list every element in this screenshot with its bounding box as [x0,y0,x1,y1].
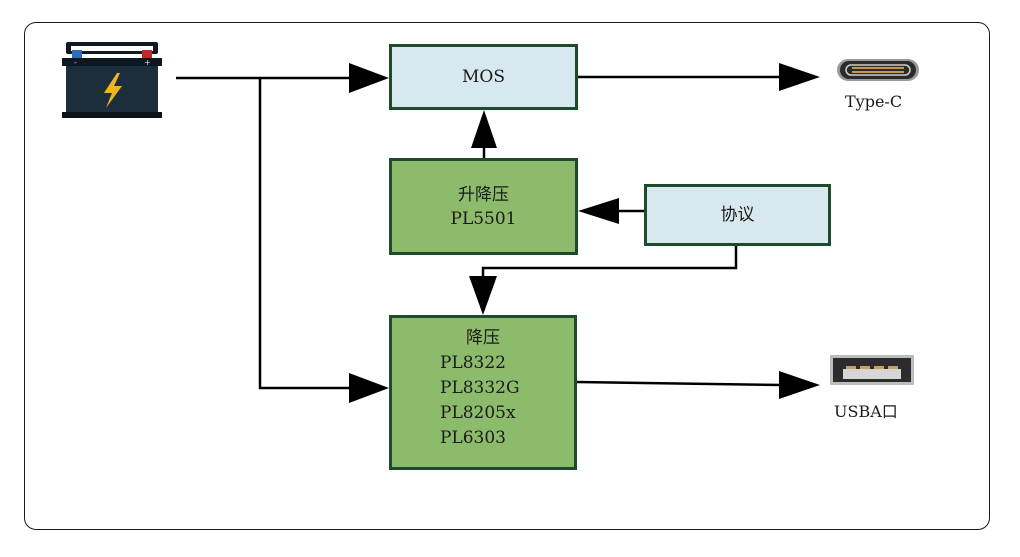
buck-boost-block: 升降压 PL5501 [389,158,578,255]
arrowhead-to-usba [779,371,820,399]
usb-a-port-icon [830,355,914,385]
usba-label: USBA口 [834,402,898,421]
svg-text:-: - [74,58,77,67]
mos-block: MOS [389,44,578,110]
arrowhead-to-buck [349,373,389,403]
usb-type-c-port-icon [837,59,919,81]
buck-model: PL6303 [440,428,506,448]
protocol-label: 协议 [720,205,755,225]
arrowhead-to-typec [779,63,820,91]
wire-battery-to-buck [258,78,352,390]
arrowhead-up-to-mos [471,110,497,148]
buck-model: PL8205x [440,403,516,423]
car-battery-icon: - + [62,42,162,118]
diagram-frame [24,22,990,530]
buck-model: PL8332G [440,378,520,398]
wire-buck-to-usba [576,380,783,387]
buck-boost-model: PL5501 [450,208,517,229]
typec-label: Type-C [845,92,903,111]
wire-protocol-to-buck [481,246,738,280]
mos-label: MOS [462,67,505,87]
protocol-block: 协议 [644,184,831,246]
arrowhead-to-buckboost [578,198,619,224]
buck-boost-title: 升降压 [458,184,509,205]
svg-text:+: + [144,58,151,67]
buck-block: 降压 PL8322 PL8332G PL8205x PL6303 [389,315,577,470]
buck-title: 降压 [466,328,500,348]
arrowhead-down-to-buck [469,276,497,315]
buck-model: PL8322 [440,353,506,373]
arrowhead-to-mos [349,63,389,93]
